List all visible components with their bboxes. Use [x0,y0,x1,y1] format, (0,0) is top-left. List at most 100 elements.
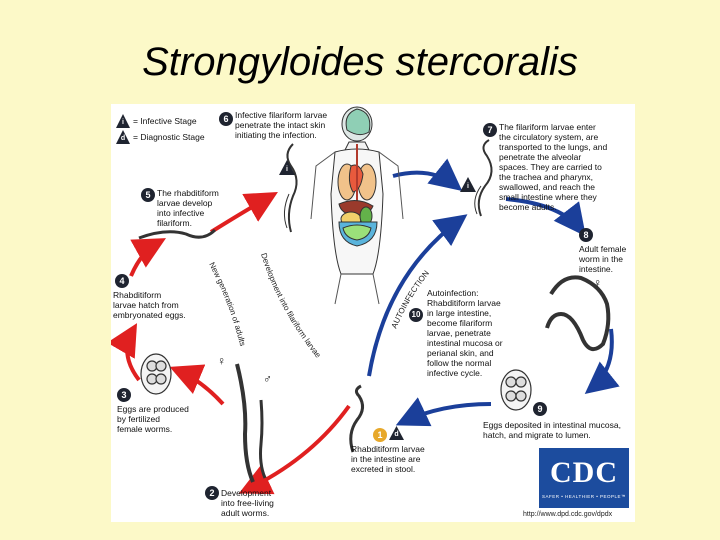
female-symbol-adult: ♀ [593,276,602,290]
cdc-logo-text: CDC [550,456,618,489]
development-path: Development into filariform larvae [259,252,323,360]
arrow-9-to-1 [395,397,492,427]
step-2-text: Development into free-living adult worms… [221,488,274,518]
step-6-badge: 6 [219,112,233,126]
arrow-1-to-2 [238,404,351,495]
step-1-line: in the intestine are [351,454,421,464]
larva-step-6 [286,143,298,233]
autoinfection-path: AUTOINFECTION [390,269,432,330]
step-7-line: swallowed, and reach the [499,182,595,192]
legend-infective-label: = Infective Stage [133,116,197,126]
step-6-text: Infective filariform larvae penetrate th… [235,110,327,140]
step-10-line: become filariform [427,318,493,328]
female-symbol: ♀ [217,354,226,368]
step-1-badge: 1 [373,428,387,442]
step-5-line: The rhabditiform [157,188,219,198]
arrow-3-to-4 [111,323,141,382]
slide-title: Strongyloides stercoralis [142,40,578,84]
step-4-text: Rhabditiform larvae hatch from embryonat… [113,290,186,320]
autoinfection-label: AUTOINFECTION [390,269,432,330]
development-label: Development into filariform larvae [259,252,323,360]
larva-step-5 [138,228,217,240]
step-7-line: become adults. [499,202,557,212]
egg-step-9 [500,369,532,411]
step-10-line: in large intestine, [427,308,492,318]
step-4-line: Rhabditiform [113,290,162,300]
step-3-line: female worms. [117,424,173,434]
step-6-line: penetrate the intact skin [235,120,326,130]
step-3-badge: 3 [117,388,131,402]
step-2-line: into free-living [221,498,274,508]
larva-step-1 [349,384,364,453]
larvae [138,139,611,483]
step-4-badge: 4 [115,274,129,288]
free-living-male [259,399,267,479]
step-2-line: Development [221,488,272,498]
larva-step-6-b [283,193,290,229]
step-8-badge: 8 [579,228,593,242]
step-7-line: The filariform larvae enter [499,122,596,132]
step-7-line: transported to the lungs, and [499,142,608,152]
step-6-line: Infective filariform larvae [235,110,328,120]
step-6-line: initiating the infection. [235,130,317,140]
step-10-line: infective cycle. [427,368,483,378]
step-3-text: Eggs are produced by fertilized female w… [117,404,189,434]
step-8-line: Adult female [579,244,627,254]
arrow-7-to-8 [505,197,586,237]
step-10-line: Autoinfection: [427,288,479,298]
legend-diagnostic-label: = Diagnostic Stage [133,132,205,142]
step-8-line: worm in the [579,254,623,264]
egg-step-4 [140,353,172,395]
cdc-logo-tagline: SAFER • HEALTHIER • PEOPLE™ [541,494,627,499]
arrow-8-to-9 [584,328,620,395]
new-generation-label: New generation of adults [207,261,247,347]
arrow-adults-to-3 [169,364,225,406]
step-5-line: filariform. [157,218,192,228]
cycle-graphics: New generation of adults Development int… [111,106,620,495]
step-10-line: follow the normal [427,358,492,368]
step-3-line: by fertilized [117,414,160,424]
step-1-line: Rhabditiform larvae [351,444,425,454]
step-10-text: Autoinfection: Rhabditiform larvae in la… [427,288,503,378]
arrow-4-to-5 [129,238,166,277]
step-7-line: small intestine where they [499,192,597,202]
life-cycle-diagram: New generation of adults Development int… [111,104,635,522]
step-7-line: the circulatory system, are [499,132,599,142]
step-8-line: intestine. [579,264,614,274]
step-7-badge: 7 [483,123,497,137]
step-2-line: adult worms. [221,508,270,518]
step-5-line: larvae develop [157,198,213,208]
step-7-line: penetrate the alveolar [499,152,582,162]
larva-step-7 [477,139,493,217]
step-10-line: intestinal mucosa or [427,338,503,348]
step-3-line: Eggs are produced [117,404,189,414]
step-5-badge: 5 [141,188,155,202]
step-9-badge: 9 [533,402,547,416]
step-10-line: larvae, penetrate [427,328,491,338]
step-5-line: into infective [157,208,205,218]
cdc-logo: CDC SAFER • HEALTHIER • PEOPLE™ [539,448,629,508]
step-4-line: larvae hatch from [113,300,179,310]
larva-step-7-b [474,185,482,215]
step-10-badge: 10 [409,308,423,322]
step-2-badge: 2 [205,486,219,500]
eggs [140,353,532,411]
human-figure [310,106,404,305]
arrow-autoinfection [367,214,468,377]
step-5-text: The rhabditiform larvae develop into inf… [157,188,219,228]
step-7-text: The filariform larvae enter the circulat… [499,122,607,212]
step-1-text: Rhabditiform larvae in the intestine are… [351,444,425,474]
step-9-line: hatch, and migrate to lumen. [483,430,591,440]
step-7-line: the trachea and pharynx, [499,172,594,182]
step-9-text: Eggs deposited in intestinal mucosa, hat… [483,420,621,440]
adult-female-worm [545,275,611,352]
arrow-6-to-7 [392,158,463,191]
step-9-line: Eggs deposited in intestinal mucosa, [483,420,621,430]
new-generation-path: New generation of adults [207,261,247,347]
free-living-female [235,363,255,483]
step-10-line: Rhabditiform larvae [427,298,501,308]
arrow-5-to-6 [209,192,278,234]
source-url[interactable]: http://www.dpd.cdc.gov/dpdx [523,511,613,518]
step-4-line: embryonated eggs. [113,310,186,320]
step-1-line: excreted in stool. [351,464,416,474]
